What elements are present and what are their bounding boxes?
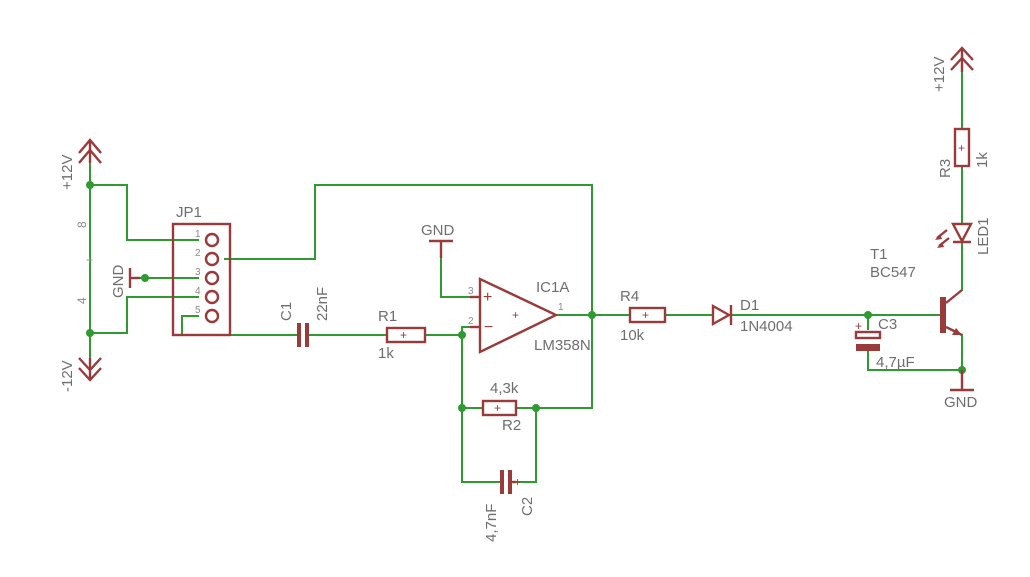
junction-dot [86,181,94,189]
resistor-r3: + R3 1k [937,127,991,178]
jp1-pin4: 4 [195,286,201,297]
r2-polarity: + [494,401,501,415]
junction-dot [458,404,466,412]
junction-dot [141,274,149,282]
jp1-pin5: 5 [195,305,201,316]
net-label-4: 4 [75,297,89,304]
c1-value: 22nF [314,287,331,321]
d1-value: 1N4004 [740,318,793,335]
capacitor-c1: C1 22nF [278,287,331,347]
gnd-symbol-opamp: GND [421,222,455,258]
ic-label: IC1A [536,279,569,296]
wire-gnd-noninv [440,257,471,298]
wire-c2-right [515,407,537,483]
supply-plus12-right: +12V [931,46,974,92]
junction-dot [864,311,872,319]
junction-dot [588,311,596,319]
t1-value: BC547 [870,264,916,281]
jp1-pin2: 2 [195,248,201,259]
r1-label: R1 [378,308,397,325]
capacitor-c3: + C3 4,7µF [854,316,915,371]
c3-label: C3 [878,316,897,333]
net-label-8: 8 [75,221,89,228]
gnd-symbol-jp: GND [110,265,140,299]
r1-value: 1k [378,345,394,362]
r2-label: R2 [502,417,521,434]
opamp-pin2: 2 [468,316,474,327]
resistor-r1: + R1 1k [378,308,427,362]
gnd-t1-label: GND [944,394,978,411]
supply-minus12-left-label: -12V [59,360,76,392]
junction-dot [86,329,94,337]
junctions [86,181,966,412]
led1-label: LED1 [975,217,992,255]
supply-plus12-right-label: +12V [931,57,948,92]
ic-value: LM358N [534,337,591,354]
opamp-pin3: 3 [468,286,474,297]
gnd-opamp-label: GND [421,222,455,239]
r3-polarity: + [958,141,965,155]
wires [89,71,963,483]
c2-label: C2 [519,497,536,516]
junction-dot [458,331,466,339]
jp1-pin3: 3 [195,267,201,278]
gnd-jp-label: GND [110,265,127,299]
wire-jp1-pin1 [89,184,199,241]
wire-jp1-pin2 [224,184,593,316]
gnd-symbol-t1: GND [944,370,978,411]
r2-value: 4,3k [490,380,519,397]
supply-plus12-left-label: +12V [59,155,76,190]
wire-node-down [461,334,501,483]
jp1-pin1: 1 [195,229,201,240]
r3-label: R3 [937,159,954,178]
wire-jp1-pin5 [181,315,298,336]
r4-polarity: + [642,308,649,322]
supply-plus12-left: +12V [59,138,102,190]
r3-value: 1k [974,152,991,168]
opamp-ic1a: + − + 3 2 1 IC1A LM358N [468,277,591,354]
led-led1: LED1 [935,217,992,255]
c2-value: 4,7nF [483,504,500,542]
r4-label: R4 [620,288,639,305]
t1-label: T1 [870,246,888,263]
c2-polarity: + [514,475,521,489]
net-label-plus: + [86,253,93,267]
d1-label: D1 [740,297,759,314]
junction-dot [532,404,540,412]
transistor-t1: T1 BC547 [870,246,963,337]
diode-d1: D1 1N4004 [711,297,793,335]
opamp-pin1: 1 [558,302,564,313]
r1-polarity: + [400,328,407,342]
opamp-minus-sign: − [484,319,493,336]
resistor-r2: + 4,3k R2 [481,380,521,434]
capacitor-c2: + 4,7nF C2 [483,470,536,542]
opamp-center: + [512,308,519,322]
r4-value: 10k [620,327,645,344]
jp1-label: JP1 [176,204,202,221]
c1-label: C1 [278,302,295,321]
wire-jp1-pin4 [89,296,199,334]
c3-value: 4,7µF [876,354,915,371]
connector-jp1: JP1 1 2 3 4 5 [171,204,232,337]
wire-c3-bottom [867,351,963,371]
resistor-r4: + R4 10k [620,288,667,344]
supply-minus12-left: -12V [59,357,102,392]
c3-polarity: + [855,319,862,333]
wire-r2-right [515,314,593,409]
opamp-plus-sign: + [483,289,492,306]
